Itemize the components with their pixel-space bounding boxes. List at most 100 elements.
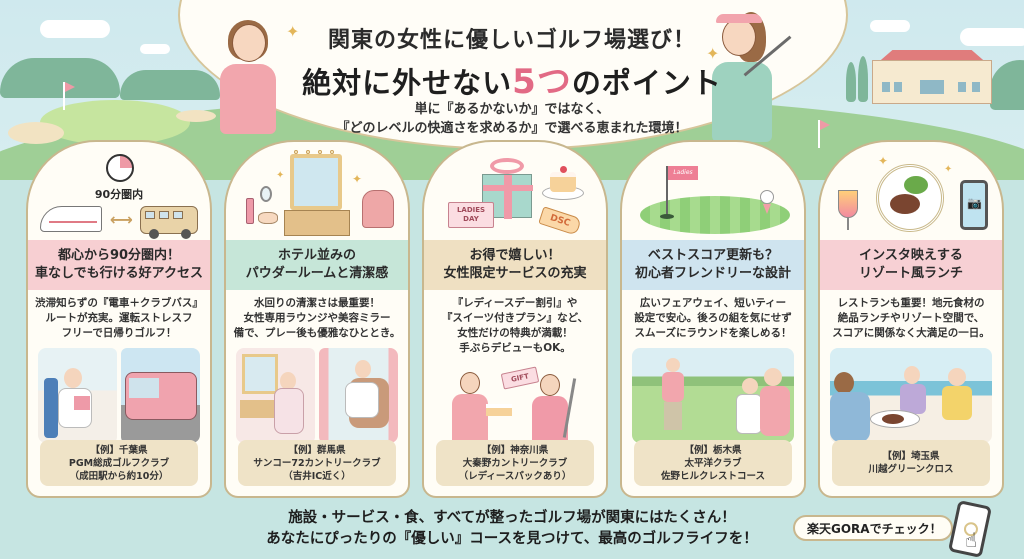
photo-woman-on-train [38, 348, 117, 443]
cloud [40, 20, 110, 38]
hand-mirror-icon [260, 186, 272, 202]
card-photo [38, 348, 200, 443]
example-course: 【例】千葉県 PGM総成ゴルフクラブ （成田駅から約10分） [40, 440, 198, 486]
point-card-access: 90分圏内 ⟷ 都心から90分圏内！ 車なしでも行ける好アクセス 渋滞知らずの『… [26, 140, 212, 498]
description-line: 絶品ランチやリゾート空間で、 [837, 312, 985, 324]
ladies-day-ticket: LADIES DAY [448, 202, 494, 228]
example-course: 【例】埼玉県 川越グリーンクロス [832, 440, 990, 486]
point-card-beginner-friendly: Ladies ベストスコア更新も？ 初心者フレンドリーな設計 広いフェアウェイ、… [620, 140, 806, 498]
card-heading: ベストスコア更新も？ 初心者フレンドリーな設計 [622, 240, 804, 290]
description-line: 『レディースデー割引』や [452, 297, 578, 309]
flag-icon [65, 82, 75, 92]
putting-green [40, 100, 190, 145]
cloud [870, 20, 910, 32]
description-line: 女性専用ラウンジや美容ミラー [243, 312, 391, 324]
access-illustration: 90分圏内 ⟷ [28, 150, 210, 242]
illustration-women-with-cake-and-clubs: GIFT [434, 364, 596, 446]
example-course: 【例】神奈川県 大秦野カントリークラブ （レディースパックあり） [436, 440, 594, 486]
salad-icon [904, 176, 928, 194]
flag-pole [818, 120, 820, 148]
example-note: （成田駅から約10分） [69, 470, 169, 482]
photo-club-bus [121, 348, 200, 443]
ladies-flag-icon: Ladies [668, 166, 698, 180]
heading-line2: 初心者フレンドリーな設計 [634, 266, 791, 281]
tree-line [0, 58, 120, 98]
bus-icon [140, 206, 198, 239]
heading-line2: 女性限定サービスの充実 [443, 266, 587, 281]
example-note: （レディースパックあり） [458, 470, 572, 482]
strawberry-icon [560, 166, 567, 173]
description-line: ルートが充実。運転ストレスフ [45, 312, 193, 324]
card-description: 水回りの清潔さは最重要！ 女性専用ラウンジや美容ミラー 備で、プレー後も優雅なひ… [230, 296, 404, 341]
point-card-powder-room: ✦ ✦ ホテル並みの パウダールームと清潔感 水回りの清潔さは最重要！ 女性専用… [224, 140, 410, 498]
vanity-desk [284, 210, 350, 236]
page-title-line1: 関東の女性に優しいゴルフ場選び！ [327, 28, 696, 53]
description-line: 備で、プレー後も優雅なひととき。 [233, 327, 401, 339]
example-course-name: 太平洋クラブ [684, 457, 742, 469]
description-line: 水回りの清潔さは最重要！ [254, 297, 380, 309]
description-line: 広いフェアウェイ、短いティー [639, 297, 787, 309]
90-minutes-label: 90分圏内 [94, 188, 144, 201]
subtitle-line2: 『どのレベルの快適さを求めるか』で選べる恵まれた環境！ [336, 121, 688, 136]
lunch-illustration: 📷 ✦ ✦ [820, 150, 1002, 242]
heading-line1: ベストスコア更新も？ [647, 248, 779, 263]
card-photo [632, 348, 794, 443]
pointing-hand-icon: ☝ [965, 528, 978, 552]
heading-line1: お得で嬉しい！ [469, 248, 561, 263]
flag-pole [666, 166, 668, 216]
description-line: 女性だけの特典が満載！ [457, 327, 573, 339]
description-line: スコアに関係なく大満足の一日。 [832, 327, 990, 339]
green-illustration: Ladies [622, 150, 804, 242]
example-prefecture: 【例】埼玉県 [882, 451, 940, 462]
vanity-mirror-icon [290, 154, 342, 210]
window [882, 82, 890, 92]
discount-tag: DSC [538, 206, 582, 236]
example-course: 【例】群馬県 サンコー72カントリークラブ （吉井IC近く） [238, 440, 396, 486]
title-accent-number: 5つ [512, 62, 572, 102]
flag-icon [820, 120, 830, 130]
heading-line2: 車なしでも行ける好アクセス [35, 266, 203, 281]
ladies-services-illustration: LADIES DAY DSC [424, 150, 606, 242]
smartphone-icon [960, 180, 988, 230]
card-heading: 都心から90分圏内！ 車なしでも行ける好アクセス [28, 240, 210, 290]
description-line: 手ぶらデビューもOK。 [459, 342, 571, 354]
page-subtitle: 単に『あるかないか』ではなく、 『どのレベルの快適さを求めるか』で選べる恵まれた… [0, 100, 1024, 138]
glass-stem [847, 218, 849, 230]
cake-icon [550, 172, 576, 192]
cloud [140, 44, 170, 54]
description-line: 設定で安心。後ろの組を気にせず [634, 312, 792, 324]
description-line: 渋滞知らずの『電車＋クラブバス』 [35, 297, 203, 309]
example-prefecture: 【例】神奈川県 [481, 444, 549, 456]
tree [846, 62, 856, 102]
points-grid: 90分圏内 ⟷ 都心から90分圏内！ 車なしでも行ける好アクセス 渋滞知らずの『… [26, 140, 1012, 498]
card-photo [830, 348, 992, 443]
card-description: 広いフェアウェイ、短いティー 設定で安心。後ろの組を気にせず スムーズにラウンド… [626, 296, 800, 341]
point-card-ladies-services: LADIES DAY DSC お得で嬉しい！ 女性限定サービスの充実 『レディー… [422, 140, 608, 498]
sand-bunker [8, 122, 64, 144]
rakuten-gora-check-button[interactable]: 楽天GORAでチェック！ [793, 515, 953, 541]
sparkle-icon: ✦ [878, 154, 889, 168]
window [972, 82, 980, 92]
photo-woman-relaxing [319, 348, 398, 443]
card-description: 『レディースデー割引』や 『スイーツ付きプラン』など、 女性だけの特典が満載！ … [428, 296, 602, 356]
cocktail-icon [838, 190, 858, 218]
example-course-name: 大秦野カントリークラブ [462, 457, 568, 469]
heading-line2: パウダールームと清潔感 [245, 266, 389, 281]
description-line: 『スイーツ付きプラン』など、 [441, 312, 589, 324]
heading-line1: 都心から90分圏内！ [57, 248, 181, 263]
footer-message: 施設・サービス・食、すべてが整ったゴルフ場が関東にはたくさん！ あなたにぴったり… [0, 508, 1024, 550]
page-title-line2: 絶対に外せない5つのポイント [0, 54, 1024, 103]
sparkle-icon: ✦ [706, 44, 720, 63]
example-prefecture: 【例】栃木県 [684, 444, 742, 456]
cta-label: 楽天GORAでチェック！ [807, 521, 942, 536]
compact-icon [258, 212, 278, 224]
window [920, 80, 944, 94]
card-heading: インスタ映えする リゾート風ランチ [820, 240, 1002, 290]
camera-icon: 📷 [967, 196, 982, 210]
card-description: 渋滞知らずの『電車＋クラブバス』 ルートが充実。運転ストレスフ フリーで日帰りゴ… [32, 296, 206, 341]
example-note: 佐野ヒルクレストコース [660, 470, 766, 482]
point-card-resort-lunch: 📷 ✦ ✦ インスタ映えする リゾート風ランチ レストランも重要！地元食材の 絶… [818, 140, 1004, 498]
card-heading: お得で嬉しい！ 女性限定サービスの充実 [424, 240, 606, 290]
heading-line1: インスタ映えする [859, 248, 963, 263]
title-post: のポイント [571, 66, 722, 100]
